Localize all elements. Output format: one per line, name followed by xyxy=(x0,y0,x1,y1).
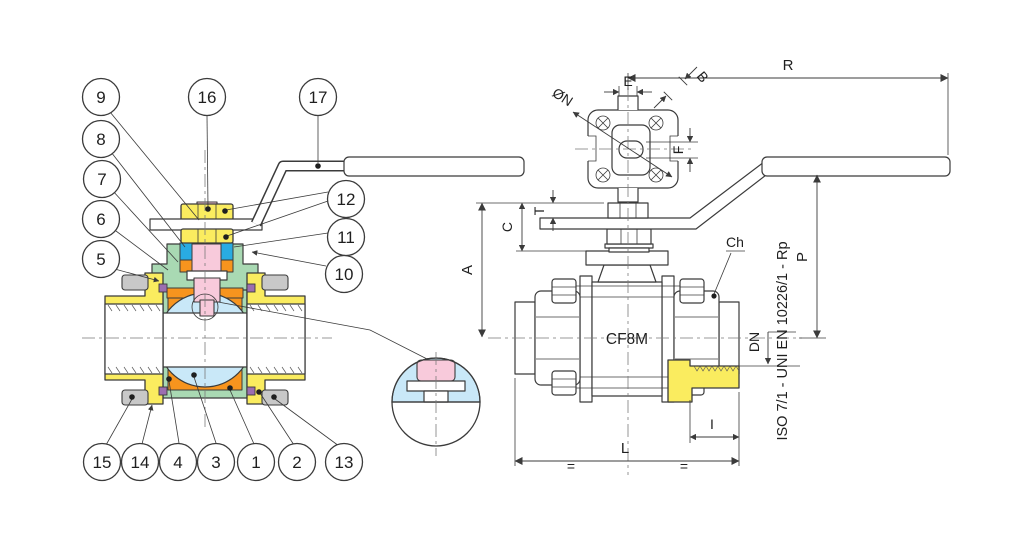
callout-17-label: 17 xyxy=(309,88,328,107)
dimension-annotations: R E B ØN F A C T P xyxy=(459,57,949,474)
callout-leaders xyxy=(105,111,340,447)
equal-mark-right: = xyxy=(680,458,688,474)
callout-6: 6 xyxy=(81,199,121,239)
thread-standard-note: ISO 7/1 - UNI EN 10226/1 - Rp xyxy=(775,241,791,440)
thread-section-cut xyxy=(667,359,740,403)
callout-4-label: 4 xyxy=(173,453,182,472)
callout-3-label: 3 xyxy=(211,453,220,472)
callouts: 9 8 7 6 5 16 17 12 11 10 15 14 4 3 1 2 1… xyxy=(81,77,366,482)
callout-14-label: 14 xyxy=(131,453,150,472)
dim-C: C xyxy=(499,222,515,232)
detail-indicator-circle xyxy=(191,293,219,321)
callout-13: 13 xyxy=(324,442,364,482)
handle-grip-side xyxy=(761,156,951,177)
gland-ring-left xyxy=(179,259,193,273)
callout-14: 14 xyxy=(120,442,160,482)
callout-5: 5 xyxy=(81,239,121,279)
left-thread-lines xyxy=(107,304,161,374)
callout-7-label: 7 xyxy=(97,170,106,189)
callout-4: 4 xyxy=(158,442,198,482)
dim-T: T xyxy=(531,206,547,215)
stem-assembly xyxy=(149,201,263,317)
material-label: CF8M xyxy=(606,331,648,348)
callout-2: 2 xyxy=(277,442,317,482)
stem-nut-bottom xyxy=(180,228,234,244)
dim-A: A xyxy=(459,265,476,275)
callout-15: 15 xyxy=(82,442,122,482)
dim-I: I xyxy=(710,416,714,432)
handle-grip xyxy=(343,156,525,177)
detail-view xyxy=(391,352,481,456)
callout-8: 8 xyxy=(81,119,121,159)
callout-16-label: 16 xyxy=(198,88,217,107)
callout-13-label: 13 xyxy=(335,453,354,472)
callout-11: 11 xyxy=(326,217,366,257)
left-end-cap xyxy=(104,272,164,405)
neck xyxy=(597,264,657,283)
stem-lower xyxy=(193,277,221,303)
callout-1: 1 xyxy=(236,442,276,482)
left-flange xyxy=(579,275,593,403)
stem-seal-left xyxy=(179,242,193,261)
gland-ring-right xyxy=(220,259,234,273)
joint-seals xyxy=(158,283,256,396)
cap-bolts xyxy=(121,274,289,406)
side-view: CF8M xyxy=(488,88,951,475)
callout-7: 7 xyxy=(82,159,122,199)
callout-11-label: 11 xyxy=(337,228,355,247)
dim-L: L xyxy=(621,440,629,457)
dim-P: P xyxy=(794,252,811,262)
callout-8-label: 8 xyxy=(96,130,105,149)
callout-2-label: 2 xyxy=(292,453,301,472)
dim-Ch: Ch xyxy=(726,234,744,250)
callout-9-label: 9 xyxy=(96,88,105,107)
callout-6-label: 6 xyxy=(96,210,105,229)
dim-B: B xyxy=(694,68,712,85)
mounting-flange-plate xyxy=(585,250,669,266)
dim-F: F xyxy=(670,146,686,155)
stem-seal-right xyxy=(220,242,234,261)
callout-17: 17 xyxy=(298,77,338,117)
stem-washer-2 xyxy=(608,247,650,253)
callout-10-label: 10 xyxy=(335,265,354,284)
callout-15-label: 15 xyxy=(93,453,112,472)
stem-tang xyxy=(199,299,215,317)
right-end-cap xyxy=(246,272,306,405)
equal-mark-left: = xyxy=(567,458,575,474)
dim-R: R xyxy=(783,57,794,74)
callout-16: 16 xyxy=(187,77,227,117)
callout-12: 12 xyxy=(326,179,366,219)
section-view xyxy=(82,150,525,430)
dim-E: E xyxy=(623,73,632,89)
callout-12-label: 12 xyxy=(337,190,356,209)
callout-3: 3 xyxy=(196,442,236,482)
callout-5-label: 5 xyxy=(96,250,105,269)
detail-leader xyxy=(217,301,432,362)
callout-1-label: 1 xyxy=(251,453,260,472)
handle xyxy=(251,156,525,227)
dim-N: ØN xyxy=(550,84,576,109)
callout-9: 9 xyxy=(81,77,121,117)
callout-10: 10 xyxy=(324,254,364,294)
stem-lower-nut xyxy=(606,228,652,245)
dim-DN: DN xyxy=(746,332,762,352)
